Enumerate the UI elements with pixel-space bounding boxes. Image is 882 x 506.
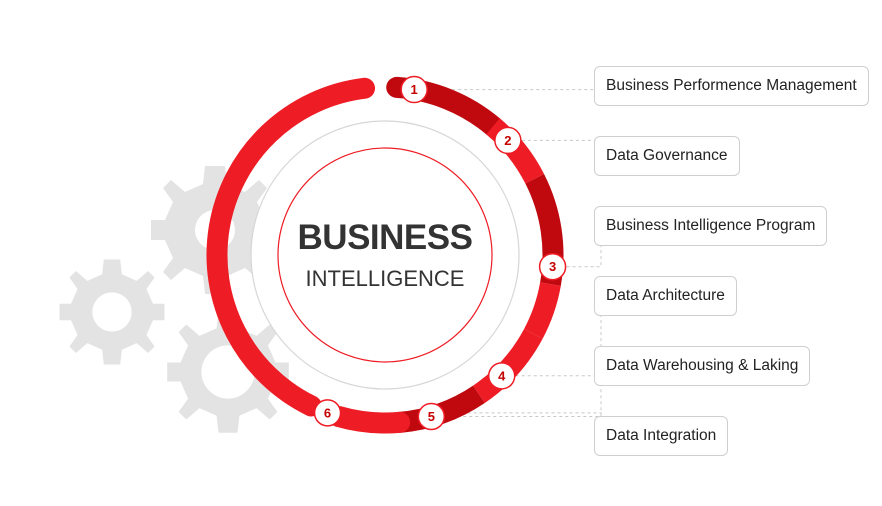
step-marker-2: 2 — [494, 126, 522, 155]
step-markers: 1 2 3 4 5 6 — [313, 75, 567, 431]
step-marker-1: 1 — [400, 75, 428, 104]
step-number: 3 — [549, 259, 556, 274]
ring-segment — [206, 77, 376, 417]
step-label-4: Data Architecture — [594, 276, 737, 316]
step-number: 2 — [504, 133, 511, 148]
step-number: 4 — [498, 368, 506, 383]
step-marker-circle — [400, 75, 428, 104]
step-label-6: Data Integration — [594, 416, 729, 456]
ring-segment — [328, 405, 411, 434]
step-marker-4: 4 — [487, 362, 516, 390]
step-marker-circle — [417, 402, 446, 431]
step-label-5: Data Warehousing & Laking — [594, 346, 811, 386]
step-marker-circle — [313, 399, 342, 427]
gear-icon — [59, 259, 165, 365]
step-marker-circle — [487, 362, 516, 390]
outer-ring — [206, 76, 564, 434]
connector-line — [521, 139, 602, 157]
step-marker-circle — [538, 252, 567, 281]
step-label-2: Data Governance — [594, 136, 740, 176]
step-number: 1 — [411, 82, 418, 97]
gear-icon — [167, 311, 289, 433]
step-number: 5 — [428, 409, 435, 424]
step-number: 6 — [324, 405, 331, 420]
center-subtitle: INTELLIGENCE — [305, 266, 465, 291]
gear-icon — [151, 166, 279, 294]
inner-ring-red — [277, 147, 493, 363]
step-label-3: Business Intelligence Program — [594, 206, 828, 246]
step-label-1: Business Performence Management — [594, 66, 869, 106]
gears-decoration — [59, 166, 289, 433]
ring-segment — [523, 282, 561, 339]
step-marker-5: 5 — [417, 402, 446, 431]
connector-line — [445, 365, 602, 417]
step-marker-3: 3 — [538, 252, 567, 281]
center-title: BUSINESS — [297, 218, 473, 257]
step-marker-circle — [494, 126, 522, 155]
step-marker-6: 6 — [313, 399, 342, 427]
